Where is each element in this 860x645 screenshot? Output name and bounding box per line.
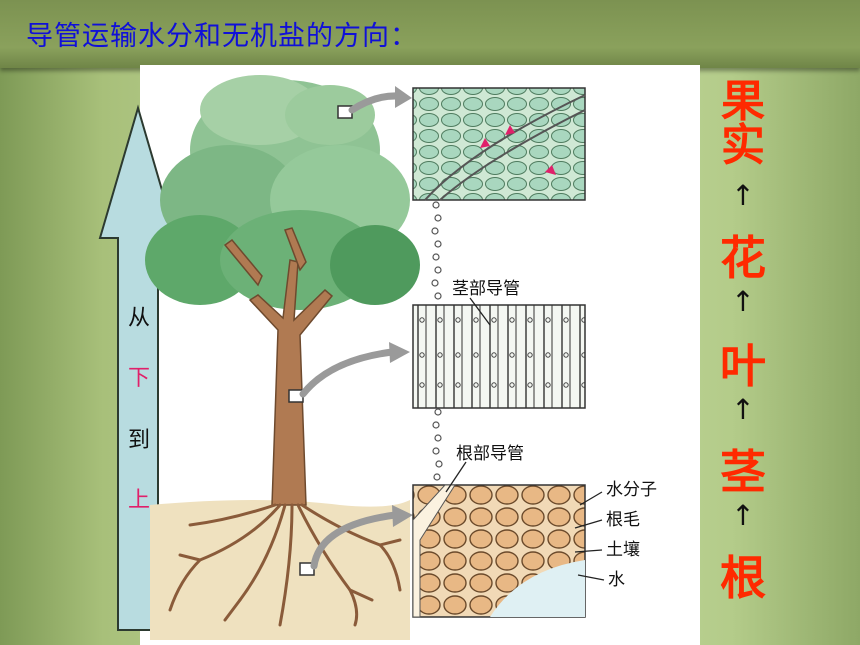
label-water: 水: [608, 570, 625, 590]
label-root-hair: 根毛: [606, 510, 640, 530]
direction-char-1: 从: [127, 306, 150, 331]
page-title: 导管运输水分和无机盐的方向：: [26, 21, 418, 52]
tree-roots: [168, 503, 402, 627]
flow-arrow-4: ↑: [731, 499, 755, 532]
transport-flow: 果实 ↑ 花 ↑ 叶 ↑ 茎 ↑ 根: [706, 74, 780, 645]
direction-char-2: 下: [127, 366, 150, 391]
title-bar: [0, 0, 860, 68]
tree-canopy: [145, 75, 420, 310]
flow-word-root: 根: [720, 551, 766, 605]
flow-arrow-2: ↑: [731, 285, 755, 318]
flow-arrow-1: ↑: [731, 179, 755, 212]
flow-word-fruit: 果实: [721, 76, 765, 171]
label-soil: 土壤: [606, 539, 640, 560]
tree-trunk: [223, 227, 334, 506]
label-root-vessel: 根部导管: [456, 444, 524, 464]
flow-word-stem: 茎: [720, 445, 766, 499]
flow-fruit: 果实: [706, 80, 780, 168]
flow-word-flower: 花: [720, 231, 766, 285]
label-water-molecule: 水分子: [606, 480, 657, 500]
label-stem-vessel: 茎部导管: [452, 279, 520, 299]
flow-word-leaf: 叶: [720, 339, 766, 393]
flow-arrow-3: ↑: [731, 393, 755, 426]
direction-char-3: 到: [127, 428, 150, 453]
water-molecule-chain: [431, 201, 443, 481]
direction-char-4: 上: [127, 488, 150, 513]
